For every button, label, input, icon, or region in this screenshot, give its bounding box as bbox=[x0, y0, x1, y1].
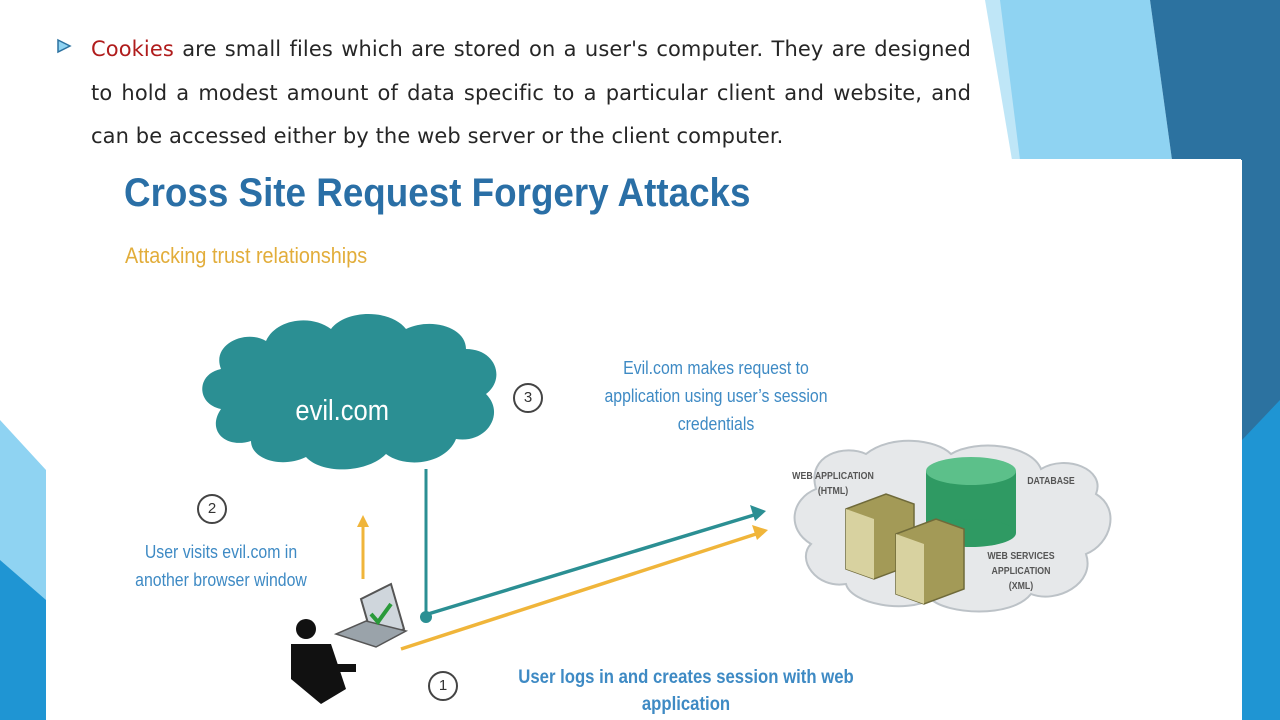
csrf-diagram-figure: Cross Site Request Forgery Attacks Attac… bbox=[46, 159, 1241, 720]
figure-subtitle: Attacking trust relationships bbox=[125, 243, 368, 268]
web-services-label: WEB SERVICES APPLICATION (XML) bbox=[977, 549, 1065, 594]
ws-line-1: WEB SERVICES bbox=[987, 551, 1055, 562]
web-application-server-group bbox=[793, 439, 1112, 613]
database-label: DATABASE bbox=[1027, 476, 1075, 487]
web-app-line-2: (HTML) bbox=[817, 486, 849, 497]
web-app-line-1: WEB APPLICATION bbox=[792, 471, 874, 482]
evil-cloud-shape bbox=[202, 314, 497, 470]
login-arrowhead bbox=[752, 525, 768, 540]
bullet-body: are small files which are stored on a us… bbox=[91, 37, 971, 148]
user-laptop-icon bbox=[291, 582, 409, 704]
step-3-line-2: application using user’s session bbox=[604, 386, 828, 406]
forged-request-arrowhead bbox=[750, 505, 766, 521]
ws-line-3: (XML) bbox=[1008, 581, 1034, 592]
step-3-line-1: Evil.com makes request to bbox=[623, 358, 809, 378]
step-1-line-2: application bbox=[641, 694, 731, 715]
bullet-arrow-icon bbox=[57, 38, 72, 54]
step-1-line-1: User logs in and creates session with we… bbox=[518, 667, 854, 688]
web-application-label: WEB APPLICATION (HTML) bbox=[780, 469, 886, 499]
step-2-line-1: User visits evil.com in bbox=[144, 542, 298, 562]
step-2-description: User visits evil.com in another browser … bbox=[133, 538, 309, 594]
step-2-badge: 2 bbox=[197, 494, 227, 524]
bullet-text: Cookies are small files which are stored… bbox=[91, 28, 971, 159]
step-3-line-3: credentials bbox=[677, 414, 755, 434]
step-3-badge: 3 bbox=[513, 383, 543, 413]
step-1-description: User logs in and creates session with we… bbox=[510, 664, 862, 718]
forged-request-arrow bbox=[427, 513, 755, 616]
diagram-drawing bbox=[202, 314, 1112, 704]
step-2-line-2: another browser window bbox=[135, 570, 307, 590]
login-arrow bbox=[400, 532, 757, 651]
step-1-badge: 1 bbox=[428, 671, 458, 701]
cloud-label: evil.com bbox=[295, 395, 389, 427]
step-3-description: Evil.com makes request to application us… bbox=[602, 354, 831, 438]
keyword-cookies: Cookies bbox=[91, 37, 174, 61]
ws-line-2: APPLICATION bbox=[991, 566, 1051, 577]
visit-arrowhead bbox=[357, 515, 369, 527]
figure-title: Cross Site Request Forgery Attacks bbox=[124, 171, 751, 215]
